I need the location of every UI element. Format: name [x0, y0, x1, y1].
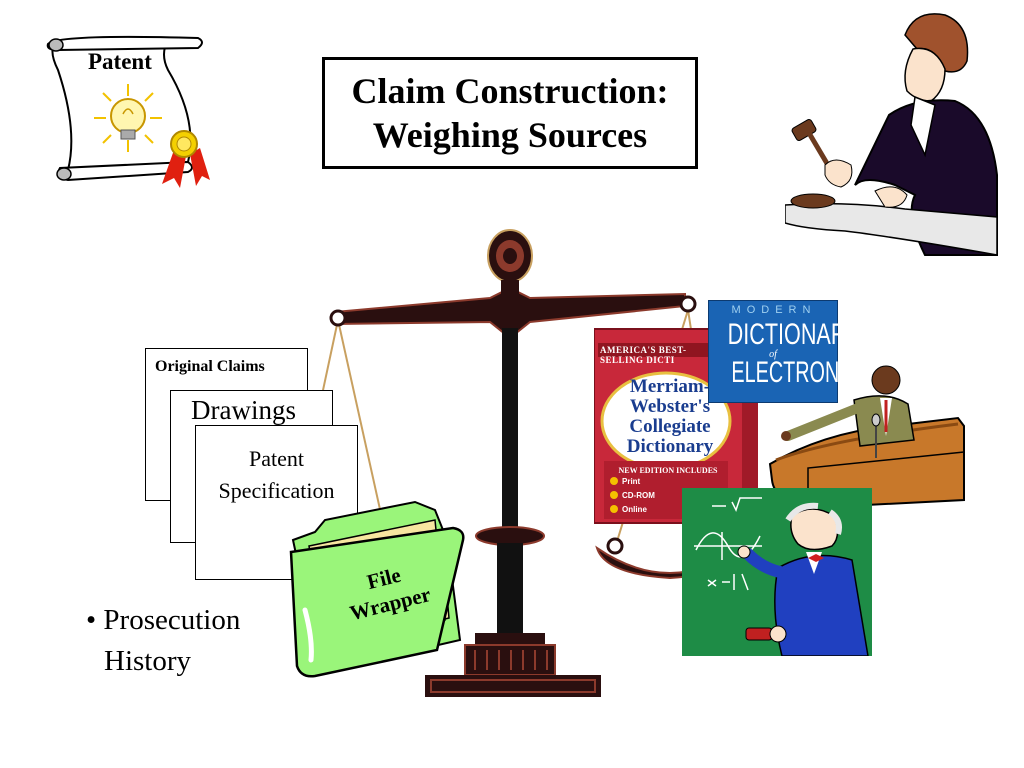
lightbulb-icon — [94, 84, 162, 152]
spec-line-2: Specification — [218, 478, 335, 503]
mw-title-line-4: Dictionary — [626, 436, 714, 457]
md-line-1: DICTIONARY — [727, 318, 861, 351]
mw-title-line-3: Collegiate — [629, 416, 711, 437]
prosecution-history-bullet: • Prosecution History — [86, 600, 240, 682]
electronics-dictionary-cover — [708, 300, 838, 403]
spec-line-1: Patent — [249, 446, 304, 471]
ribbon-seal-icon — [162, 130, 210, 188]
mw-item-cdrom: CD-ROM — [622, 491, 655, 500]
md-top-text: MODERN — [731, 304, 817, 316]
professor-chalkboard-icon — [682, 488, 872, 656]
bullet-marker: • — [86, 604, 97, 636]
title-box: Claim Construction: Weighing Sources — [322, 57, 698, 169]
mw-edition: Eleventh Edition — [637, 451, 699, 461]
mw-item-print: Print — [622, 477, 641, 486]
file-folder-icon — [289, 500, 465, 678]
mw-title: Merriam- Webster's Collegiate Dictionary — [608, 377, 732, 457]
patent-label: Patent — [88, 49, 152, 74]
mw-includes: NEW EDITION INCLUDES — [618, 466, 718, 475]
mw-top-band: America's Best-Selling Dicti — [600, 345, 687, 365]
md-of: of — [769, 349, 777, 360]
bullet-line-2: History — [104, 645, 191, 677]
original-claims-label: Original Claims — [155, 358, 265, 375]
mw-title-line-1: Merriam- — [629, 376, 711, 397]
mw-item-online: Online — [622, 505, 647, 514]
title-line-1: Claim Construction: — [351, 71, 669, 111]
mw-title-line-2: Webster's — [629, 396, 711, 417]
title-line-2: Weighing Sources — [372, 115, 648, 155]
patent-specification-label: Patent Specification — [196, 443, 357, 507]
drawings-label: Drawings — [191, 395, 296, 425]
bullet-line-1: Prosecution — [103, 604, 241, 636]
judge-gavel-icon — [785, 13, 998, 256]
